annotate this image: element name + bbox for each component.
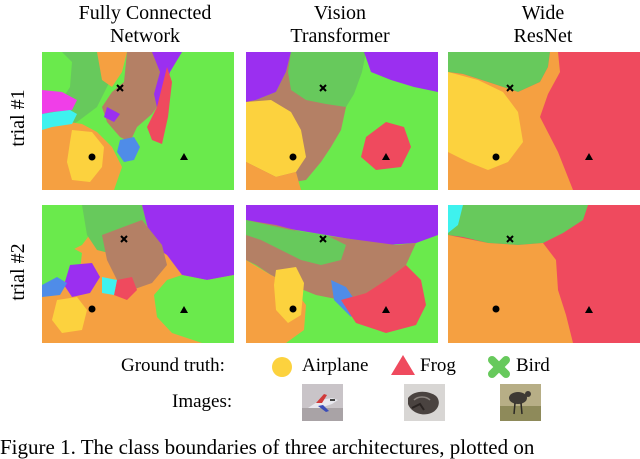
airplane-marker bbox=[289, 153, 297, 161]
column-header-line: Fully Connected bbox=[78, 2, 212, 24]
bird-marker bbox=[319, 235, 327, 243]
airplane-marker bbox=[88, 153, 96, 161]
frog-marker bbox=[180, 153, 188, 160]
decision-region-plot-vit-trial-1 bbox=[246, 52, 438, 190]
column-header-line: Network bbox=[110, 25, 180, 47]
frog-marker bbox=[585, 306, 593, 313]
decision-region-plot-fcn-trial-2 bbox=[42, 205, 234, 343]
frog-marker bbox=[585, 153, 593, 160]
decision-region-plot-resnet-trial-2 bbox=[448, 205, 640, 343]
column-header-vit: Vision Transformer bbox=[245, 2, 435, 48]
frog-image bbox=[404, 384, 445, 421]
bird-image bbox=[500, 384, 541, 421]
column-header-resnet: Wide ResNet bbox=[448, 2, 638, 48]
bird-marker bbox=[116, 84, 124, 92]
airplane-marker bbox=[492, 153, 500, 161]
legend-bird-label: Bird bbox=[516, 355, 550, 376]
column-header-fcn: Fully Connected Network bbox=[50, 2, 240, 48]
bird-marker bbox=[319, 84, 327, 92]
column-header-line: ResNet bbox=[513, 25, 573, 47]
legend-airplane-label: Airplane bbox=[302, 355, 369, 376]
bird-marker bbox=[506, 84, 514, 92]
bird-marker bbox=[120, 235, 128, 243]
triangle-icon bbox=[391, 355, 415, 375]
frog-marker bbox=[180, 306, 188, 313]
column-header-line: Transformer bbox=[290, 25, 390, 47]
frog-marker bbox=[382, 306, 390, 313]
column-header-line: Vision bbox=[313, 2, 367, 24]
ground-truth-label: Ground truth: bbox=[121, 355, 225, 376]
row-label-trial-2: trial #2 bbox=[7, 243, 29, 301]
cross-icon bbox=[488, 356, 510, 378]
airplane-marker bbox=[289, 305, 297, 313]
bird-marker bbox=[506, 235, 514, 243]
figure-caption: Figure 1. The class boundaries of three … bbox=[0, 435, 535, 459]
legend-frog-label: Frog bbox=[420, 355, 456, 376]
row-label-trial-1: trial #1 bbox=[7, 89, 29, 147]
decision-region-plot-resnet-trial-1 bbox=[448, 52, 640, 190]
airplane-image bbox=[302, 384, 343, 421]
airplane-marker bbox=[88, 305, 96, 313]
images-label: Images: bbox=[172, 391, 233, 412]
frog-marker bbox=[382, 153, 390, 160]
airplane-marker bbox=[492, 305, 500, 313]
circle-icon bbox=[272, 357, 292, 377]
decision-region-plot-fcn-trial-1 bbox=[42, 52, 234, 190]
decision-region-plot-vit-trial-2 bbox=[246, 205, 438, 343]
column-header-line: Wide bbox=[521, 2, 565, 24]
